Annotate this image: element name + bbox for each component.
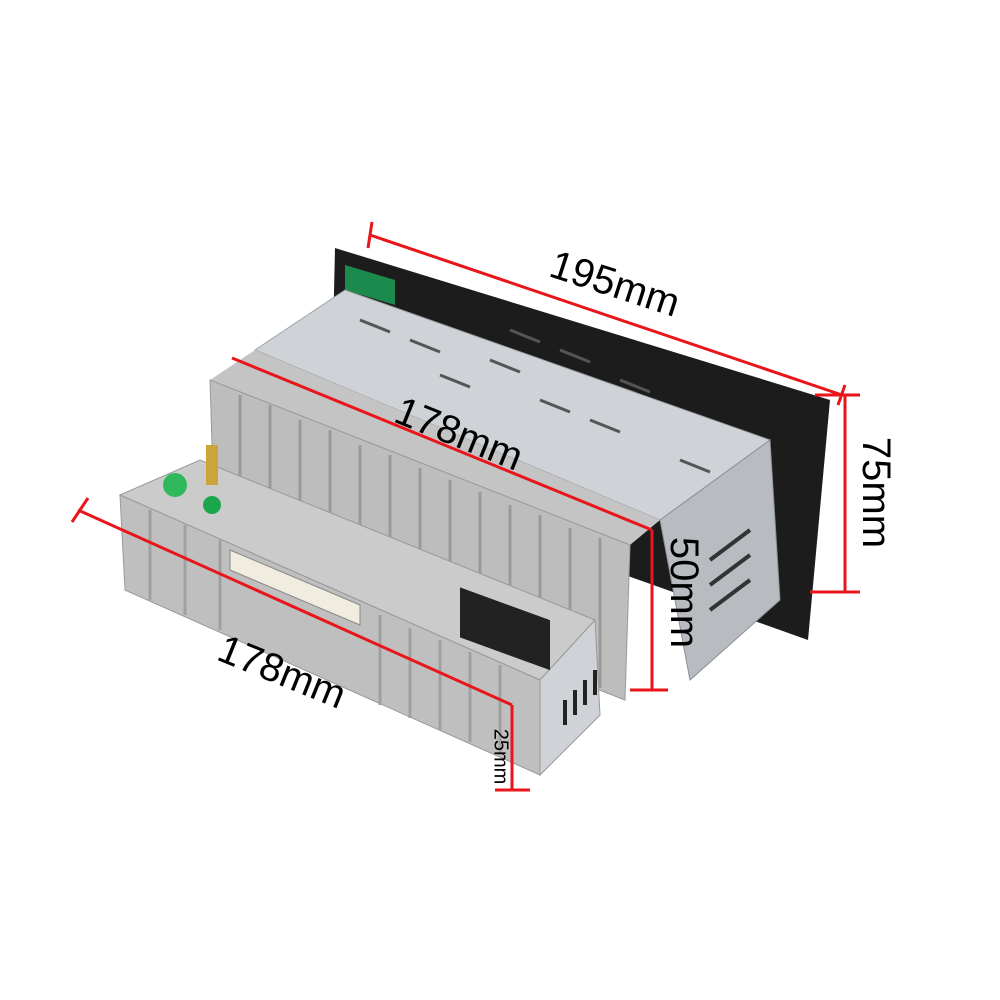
green-led (203, 496, 221, 514)
side-vents (708, 528, 752, 612)
dimension-label-25mm: 25mm (489, 728, 512, 785)
iso-connector (460, 587, 550, 671)
lower-fins (148, 510, 502, 755)
housing-slots (359, 318, 711, 474)
dimension-label-50mm: 50mm (662, 536, 707, 649)
dimension-lines (70, 221, 860, 792)
lower-step-side (539, 618, 601, 777)
heatsink-fins (238, 395, 602, 688)
heatsink-top (210, 350, 660, 545)
metal-housing-side (659, 439, 781, 681)
dimension-label-75mm: 75mm (854, 436, 899, 549)
lower-vents (563, 670, 597, 725)
white-connectors (229, 549, 361, 626)
green-sticker (163, 473, 187, 497)
green-connector (345, 265, 395, 305)
antenna-connector (206, 445, 218, 485)
